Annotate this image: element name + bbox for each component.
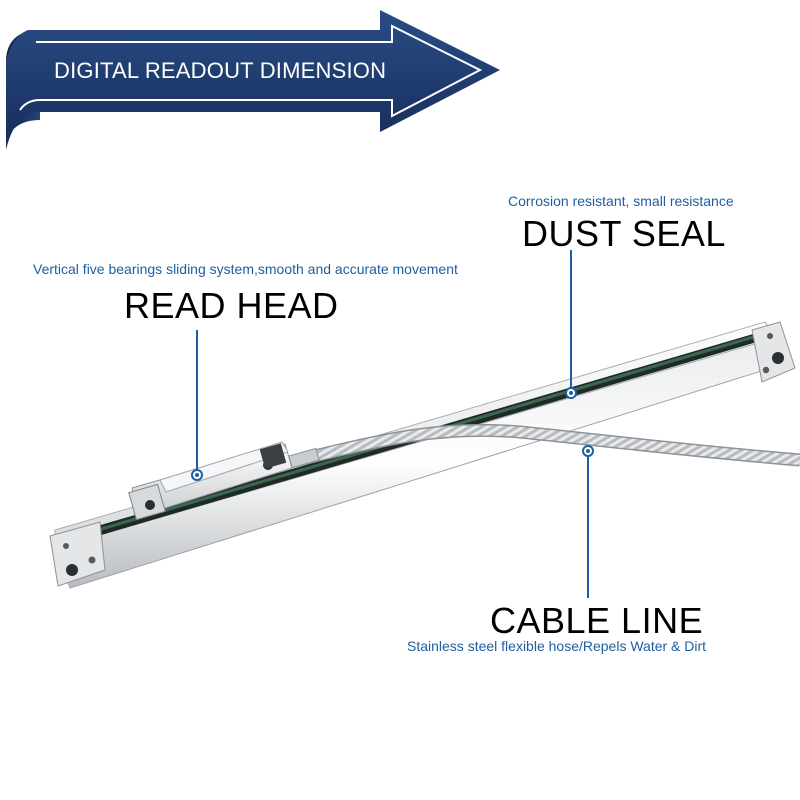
read-head-title: READ HEAD [124,285,339,326]
cable-line-title: CABLE LINE [490,600,704,641]
read-head [128,441,320,521]
left-end-cap [49,521,106,587]
right-end-cap [751,321,796,383]
dust-seal-title: DUST SEAL [522,213,726,254]
cable-line-description: Stainless steel flexible hose/Repels Wat… [407,638,707,654]
banner-title: DIGITAL READOUT DIMENSION [54,58,387,83]
header-banner: DIGITAL READOUT DIMENSION [0,0,520,175]
annotation-lines [191,250,594,598]
read-head-description: Vertical five bearings sliding system,sm… [33,261,458,277]
arrow-ribbon-icon [6,10,500,150]
dust-seal-description: Corrosion resistant, small resistance [508,193,734,209]
